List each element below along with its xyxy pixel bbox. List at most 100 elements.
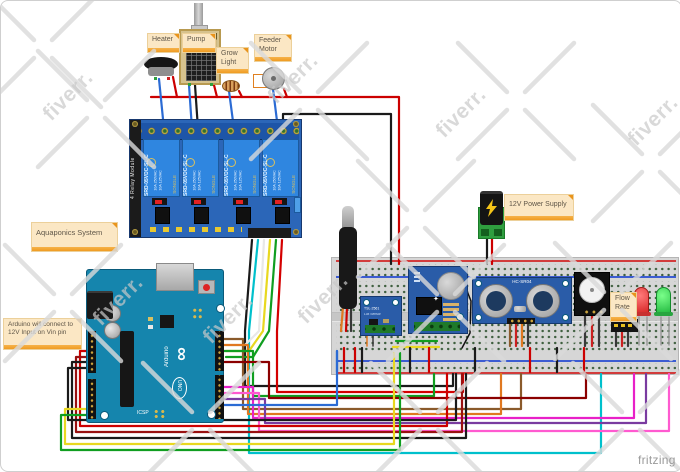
buzzer-disc bbox=[579, 277, 605, 303]
relay-screw-hole bbox=[293, 229, 299, 235]
silkscreen bbox=[414, 272, 420, 292]
relay-optocoupler-ic bbox=[236, 207, 251, 224]
board-hole bbox=[562, 314, 569, 321]
buzzer-module bbox=[574, 272, 610, 316]
lux-sensor-sublabel: Lux Sensor bbox=[364, 313, 381, 317]
heater-body bbox=[148, 67, 174, 76]
reset-button-cap bbox=[203, 283, 210, 291]
relay-rating: 10A 125VAC bbox=[158, 170, 163, 191]
power-terminal bbox=[481, 229, 489, 236]
relay-optocoupler-ic bbox=[155, 207, 170, 224]
lux-terminal bbox=[365, 325, 395, 333]
fiverr-watermark: fiverr. bbox=[431, 83, 491, 143]
relay-led bbox=[272, 198, 287, 205]
relay-jumper-block bbox=[294, 197, 301, 213]
flow-sensor-mark bbox=[628, 324, 632, 327]
arduino-atmega-chip bbox=[120, 331, 134, 407]
pump-shaft bbox=[194, 3, 203, 29]
breadboard-rail-holes-top bbox=[336, 264, 676, 276]
relay-screw-hole bbox=[293, 121, 299, 127]
relay-led bbox=[152, 198, 167, 205]
fritzing-credit: fritzing bbox=[638, 453, 676, 467]
relay-screw-hole bbox=[132, 121, 138, 127]
arduino-model-text: UNO bbox=[176, 380, 182, 392]
relay-brand: SONGLE bbox=[172, 175, 177, 194]
arduino-analog-header bbox=[88, 379, 96, 419]
relay-screw-hole bbox=[132, 229, 138, 235]
relay-rating: 10A 250VAC bbox=[192, 170, 197, 191]
star-silkscreen: ✦ bbox=[433, 296, 439, 303]
relay-label: SRD-05VDC-SL-C bbox=[144, 154, 150, 196]
board-hole bbox=[456, 313, 464, 321]
ultrasonic-transducer bbox=[526, 284, 560, 318]
relay-rating: 10A 250VAC bbox=[153, 170, 158, 191]
arduino-usb-port bbox=[156, 263, 194, 291]
note-text: Flow Rate bbox=[615, 295, 630, 311]
relay-brand: SONGLE bbox=[252, 175, 257, 194]
arduino-rx-led bbox=[148, 325, 153, 329]
icsp-label: ICSP bbox=[137, 410, 149, 416]
fiverr-watermark: fiverr. bbox=[38, 66, 98, 126]
note-text: Grow Light bbox=[221, 50, 238, 66]
relay-rating: 10A 250VAC bbox=[233, 170, 238, 191]
relay-label: SRD-05VDC-SL-C bbox=[183, 154, 189, 196]
board-hole bbox=[475, 314, 482, 321]
relay-led bbox=[233, 198, 248, 205]
power-terminal bbox=[494, 229, 502, 236]
fiverr-watermark: fiverr. bbox=[623, 91, 680, 151]
note-flow-rate: Flow Rate bbox=[610, 292, 637, 322]
resistor bbox=[443, 308, 459, 311]
buzzer-pins bbox=[582, 310, 604, 314]
arduino-tx-led bbox=[148, 317, 153, 321]
coin-cell-battery bbox=[437, 272, 465, 300]
breadboard-rail-blue-bottom bbox=[336, 360, 676, 362]
green-led-flange bbox=[654, 312, 673, 316]
relay-jumper-pads bbox=[150, 227, 242, 232]
icsp2-header bbox=[192, 307, 203, 321]
rtc-terminal bbox=[414, 322, 460, 331]
relay-screw-terminals bbox=[141, 123, 299, 140]
relay-2: SRD-05VDC-SL-C 10A 250VAC 10A 125VAC SON… bbox=[182, 139, 219, 197]
note-text: Aquaponics System bbox=[36, 228, 103, 237]
board-hole bbox=[363, 299, 370, 306]
arduino-power-header bbox=[88, 331, 96, 373]
smd-part bbox=[383, 319, 389, 323]
ultrasonic-label: HC-SR04 bbox=[512, 280, 532, 285]
arduino-digital-header-low bbox=[215, 375, 224, 419]
photoresistor bbox=[222, 80, 240, 92]
arduino-usb-chip bbox=[160, 315, 174, 328]
lux-sensor-board: TSL-2561 Lux Sensor bbox=[360, 296, 402, 336]
arduino-infinity-logo: ∞ bbox=[171, 347, 192, 361]
arduino-mounting-hole bbox=[207, 410, 216, 419]
relay-label: SRD-05VDC-SL-C bbox=[224, 154, 230, 196]
relay-rating: 10A 125VAC bbox=[277, 170, 282, 191]
rtc-module-board: ✦ bbox=[408, 266, 468, 334]
note-arduino-vin: Arduino will connect to 12V Input on Vin… bbox=[3, 318, 82, 350]
note-text: Arduino will connect to 12V Input on Vin… bbox=[8, 321, 74, 337]
heater-pin bbox=[167, 77, 170, 80]
arduino-reset-button bbox=[198, 280, 215, 294]
board-hole bbox=[392, 299, 399, 306]
ultrasonic-pins bbox=[507, 318, 535, 324]
lux-sensor-label: TSL-2561 bbox=[364, 307, 380, 311]
relay-led bbox=[191, 198, 206, 205]
note-12v-power-supply: 12V Power Supply bbox=[504, 194, 574, 221]
pump-grille bbox=[186, 51, 216, 81]
note-heater: Heater bbox=[147, 33, 180, 53]
pump-pin bbox=[188, 83, 191, 86]
icsp-header bbox=[153, 409, 166, 419]
relay-brand: SONGLE bbox=[291, 175, 296, 194]
note-text: Heater bbox=[152, 36, 174, 43]
relay-1: SRD-05VDC-SL-C 10A 250VAC 10A 125VAC SON… bbox=[143, 139, 180, 197]
relay-module-side-label: 4 Relay Module bbox=[130, 120, 141, 237]
arduino-mounting-hole bbox=[216, 304, 225, 313]
arduino-mounting-hole bbox=[100, 411, 109, 420]
flow-sensor-mark bbox=[621, 324, 625, 327]
relay-optocoupler-ic bbox=[275, 207, 290, 224]
relay-brand: SONGLE bbox=[211, 175, 216, 194]
relay-rating: 10A 125VAC bbox=[197, 170, 202, 191]
note-pump: Pump bbox=[182, 33, 216, 53]
note-text: Pump bbox=[187, 36, 206, 43]
relay-rating: 10A 125VAC bbox=[238, 170, 243, 191]
